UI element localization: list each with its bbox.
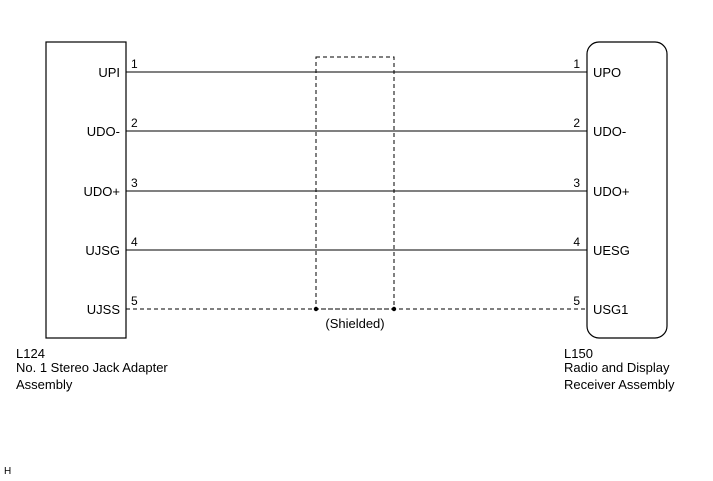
left-pin-label-4: UJSG [85,243,120,258]
right-pin-label-2: UDO- [593,124,626,139]
right-pin-num-5: 5 [573,294,580,308]
shield-label: (Shielded) [325,316,384,331]
right-connector-box [586,41,668,339]
right-pin-num-3: 3 [573,176,580,190]
right-pin-num-1: 1 [573,57,580,71]
right-pin-num-2: 2 [573,116,580,130]
left-pin-num-4: 4 [131,235,138,249]
right-connector-name-line2: Receiver Assembly [564,377,675,392]
left-pin-label-2: UDO- [87,124,120,139]
right-connector-code: L150 [564,346,593,361]
left-pin-num-1: 1 [131,57,138,71]
left-pin-num-5: 5 [131,294,138,308]
right-pin-num-4: 4 [573,235,580,249]
left-pin-label-1: UPI [98,65,120,80]
left-connector-name-line2: Assembly [16,377,73,392]
shield-junction-left [313,306,319,312]
left-connector-box [45,41,127,339]
right-connector-name-line1: Radio and Display [564,360,670,375]
left-connector-name-line1: No. 1 Stereo Jack Adapter [16,360,168,375]
left-pin-label-3: UDO+ [84,184,120,199]
left-pin-num-2: 2 [131,116,138,130]
right-pin-label-4: UESG [593,243,630,258]
right-pin-label-5: USG1 [593,302,628,317]
shield-box [315,56,395,310]
left-pin-label-5: UJSS [87,302,121,317]
footer-mark: H [4,466,11,477]
left-pin-num-3: 3 [131,176,138,190]
left-connector-code: L124 [16,346,45,361]
shield-junction-right [391,306,397,312]
right-pin-label-1: UPO [593,65,621,80]
right-pin-label-3: UDO+ [593,184,629,199]
